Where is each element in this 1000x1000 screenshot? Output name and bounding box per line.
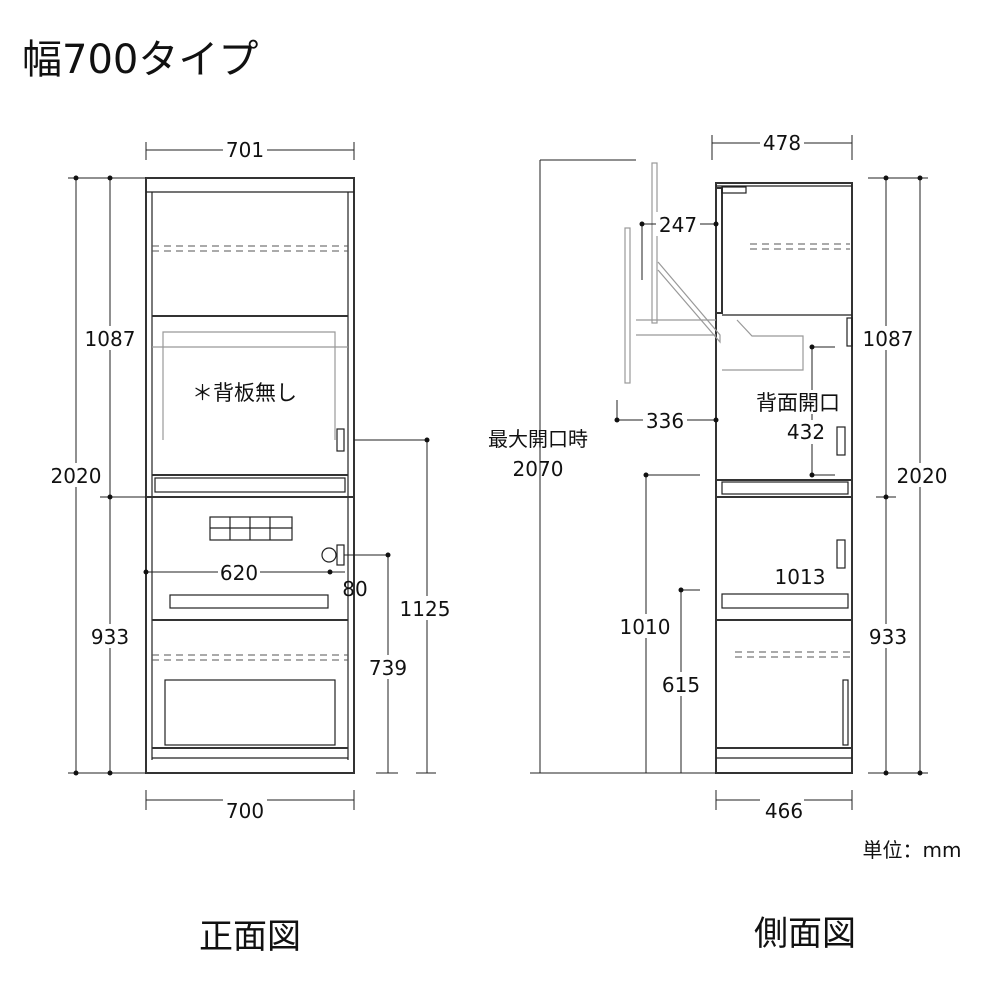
no-back-panel-note: ＊背板無し	[192, 381, 297, 405]
dim-total-height: 2020	[51, 464, 102, 488]
dim-door-projection-2: 336	[646, 409, 684, 433]
front-view-caption: 正面図	[199, 917, 301, 957]
outlet-icon	[336, 428, 345, 452]
dim-side-lower-height: 933	[869, 625, 907, 649]
side-view-cabinet	[624, 162, 853, 774]
front-view-cabinet	[145, 177, 355, 774]
dim-max-open-height: 2070	[513, 457, 564, 481]
dim-1010: 1010	[620, 615, 671, 639]
dim-outlet-w: 80	[342, 577, 367, 601]
dim-outlet-height: 1125	[400, 597, 451, 621]
page-title: 幅700タイプ	[22, 37, 258, 83]
dim-door-projection: 247	[659, 213, 697, 237]
dim-top-depth: 478	[763, 131, 801, 155]
max-open-label: 最大開口時	[488, 427, 588, 451]
dim-bottom-depth: 466	[765, 799, 803, 823]
dim-side-upper-height: 1087	[863, 327, 914, 351]
unit-note: 単位：mm	[863, 838, 962, 862]
outlet-round-icon	[321, 547, 337, 563]
dim-back-opening: 432	[787, 420, 825, 444]
dim-615: 615	[662, 673, 700, 697]
dim-side-total-height: 2020	[897, 464, 948, 488]
dim-bottom-width: 700	[226, 799, 264, 823]
side-dimension-lines	[530, 135, 928, 810]
dim-1013: 1013	[775, 565, 826, 589]
back-opening-label: 背面開口	[756, 391, 840, 415]
side-view-caption: 側面図	[754, 914, 856, 954]
dim-top-width: 701	[226, 138, 264, 162]
dim-outlet-x: 620	[220, 561, 258, 585]
dim-lower-height: 933	[91, 625, 129, 649]
dim-upper-height: 1087	[85, 327, 136, 351]
dim-outlet2-height: 739	[369, 656, 407, 680]
